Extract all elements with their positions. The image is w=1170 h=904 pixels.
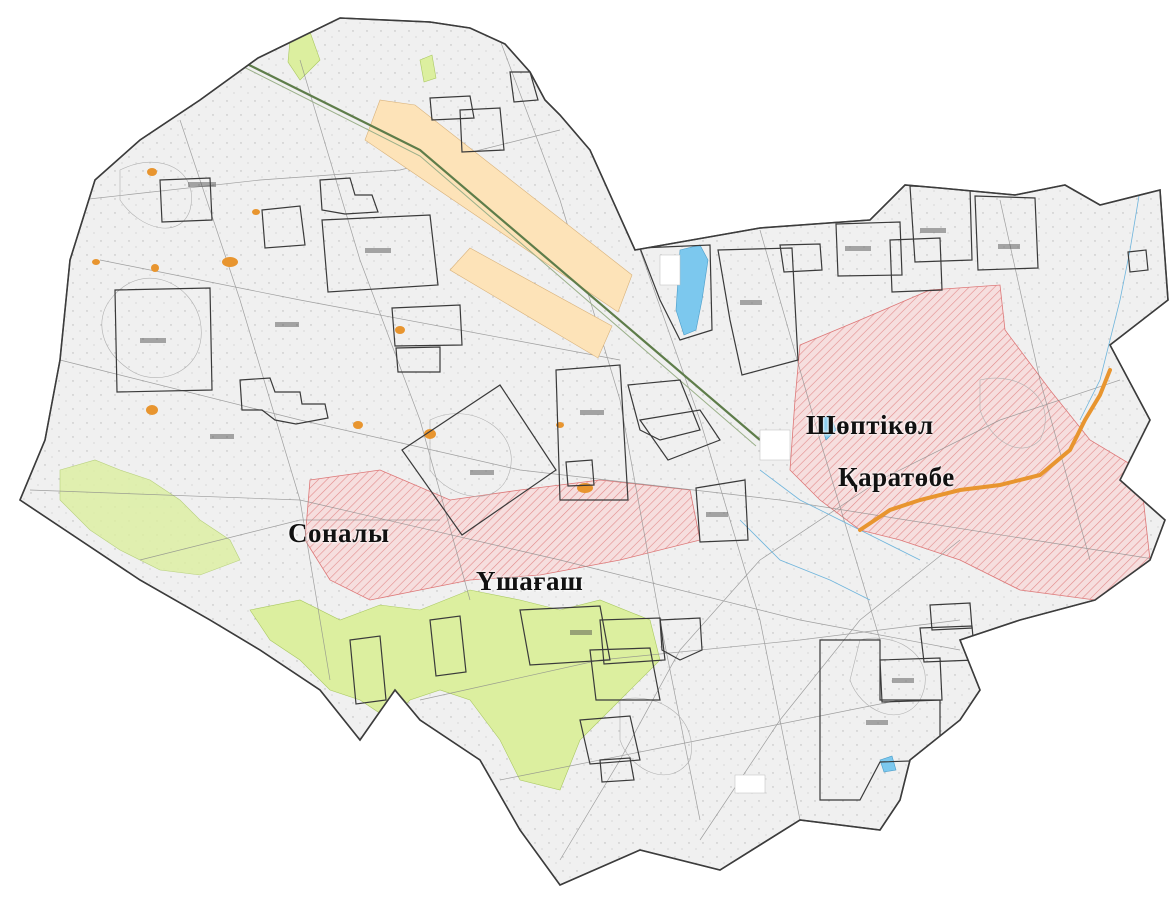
place-label-ushagash: Үшағаш xyxy=(476,566,584,596)
district-boundary xyxy=(19,17,1169,886)
river-orange xyxy=(858,368,1112,532)
orange-parcel xyxy=(364,99,633,359)
place-label-shoptikol: Шөптікөл xyxy=(806,410,934,440)
railway xyxy=(214,47,761,447)
parcel-small-labels xyxy=(140,182,1020,725)
lake xyxy=(675,244,897,773)
place-label-karatobe: Қаратөбе xyxy=(838,462,955,492)
contour-lines xyxy=(101,161,1046,776)
parcels xyxy=(114,71,1149,801)
white-patches xyxy=(659,254,791,794)
river-blue xyxy=(739,189,1141,601)
place-label-sonaly: Соналы xyxy=(288,518,390,548)
red-hatched-zone xyxy=(304,284,1151,601)
